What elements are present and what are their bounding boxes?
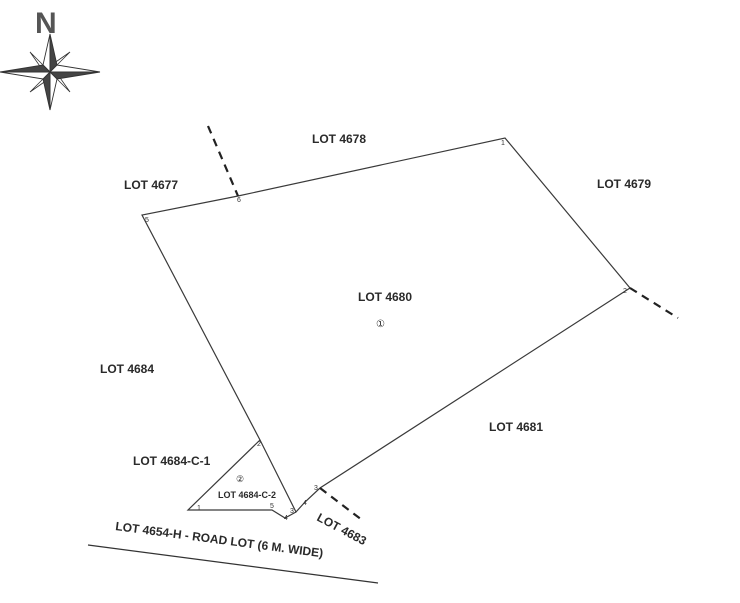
lot-4680-marker: ①: [376, 319, 385, 330]
corner-label-1: 1: [501, 140, 505, 147]
label-lot-4684: LOT 4684: [100, 362, 154, 376]
corner-label-2: 2: [623, 288, 627, 295]
sub-corner-label-1: 1: [197, 505, 201, 512]
lot-4684-c-2-boundary: [186, 439, 297, 519]
label-lot-4681: LOT 4681: [489, 420, 543, 434]
label-lot-4677: LOT 4677: [124, 178, 178, 192]
label-lot-4678: LOT 4678: [312, 132, 366, 146]
label-lot-4684-c-1: LOT 4684-C-1: [133, 454, 211, 468]
sub-corner-label-5: 5: [270, 503, 274, 510]
dashed-boundary-lot-4681-4683: [319, 487, 363, 521]
sub-corner-label-4: 4: [284, 515, 288, 522]
corner-label-5: 5: [145, 217, 149, 224]
label-road-lot: LOT 4654-H - ROAD LOT (6 M. WIDE): [115, 519, 324, 560]
dashed-boundary-lot-4677-4678: [206, 125, 240, 197]
lot-4684-c-2-marker: ②: [236, 474, 244, 484]
label-lot-4684-c-2: LOT 4684-C-2: [218, 490, 276, 500]
sub-corner-label-2: 2: [257, 441, 261, 448]
corner-label-3: 3: [314, 485, 318, 492]
sub-corner-label-3: 3: [290, 508, 294, 515]
north-letter: N: [35, 7, 57, 40]
dashed-boundary-lot-4679-4681: [629, 287, 679, 319]
lot-4680-boundary: [141, 137, 631, 514]
corner-label-6: 6: [237, 197, 241, 204]
corner-label-4: 4: [303, 500, 307, 507]
label-lot-4679: LOT 4679: [597, 177, 651, 191]
label-lot-4683: LOT 4683: [315, 510, 370, 548]
label-lot-4680: LOT 4680: [358, 290, 412, 304]
road-edge-line: [87, 544, 379, 584]
compass-rose-icon: N: [0, 7, 101, 111]
